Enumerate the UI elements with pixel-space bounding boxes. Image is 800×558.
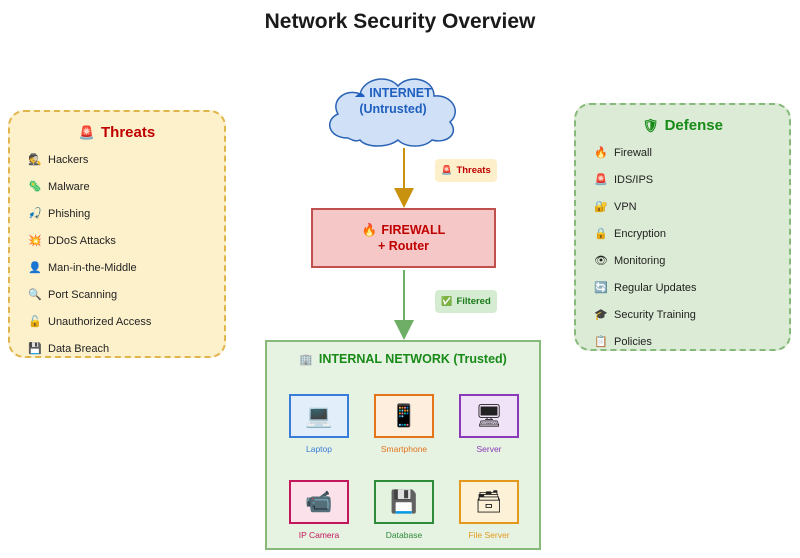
shield-icon: 🛡 xyxy=(642,118,659,133)
defense-item-icon: 📋 xyxy=(594,336,608,348)
defense-item-label: Security Training xyxy=(614,308,696,321)
device-icon: 📱 xyxy=(390,403,418,428)
defense-item-label: Monitoring xyxy=(614,254,666,267)
threat-item-label: Malware xyxy=(48,180,90,193)
threat-item-icon: 👤 xyxy=(28,262,42,274)
threat-item: 🔓 Unauthorized Access xyxy=(26,308,151,335)
threats-panel: 🚨Threats 🕵 Hackers 🦠 Malware 🎣 Phishing 💥 DDoS … xyxy=(8,110,226,358)
defense-item: 🔄 Regular Updates xyxy=(592,274,697,301)
defense-item: 🔒 Encryption xyxy=(592,220,697,247)
device-icon: 💻 xyxy=(305,403,333,428)
threat-item-label: Data Breach xyxy=(48,342,110,355)
internal-network-title: 🏢INTERNAL NETWORK (Trusted) xyxy=(299,352,507,366)
internet-label: ☁INTERNET (Untrusted) xyxy=(354,86,432,116)
threat-item: 💾 Data Breach xyxy=(26,335,151,362)
defense-item: 🔐 VPN xyxy=(592,193,697,220)
threats-badge: 🚨Threats xyxy=(435,159,497,182)
threat-item-label: Unauthorized Access xyxy=(48,315,152,328)
defense-title: 🛡Defense xyxy=(642,117,723,134)
defense-panel: 🛡Defense 🔥 Firewall 🚨 IDS/IPS 🔐 VPN 🔒 Encryptio… xyxy=(574,103,791,351)
threat-item-icon: 💥 xyxy=(28,235,42,247)
device-icon: 💾 xyxy=(390,489,418,514)
device-icon: 🖥 xyxy=(475,403,503,428)
defense-item-icon: 🎓 xyxy=(594,309,608,321)
threat-item-label: DDoS Attacks xyxy=(48,234,116,247)
device-label: Server xyxy=(476,444,502,454)
threat-item: 🔍 Port Scanning xyxy=(26,281,151,308)
threat-item-label: Port Scanning xyxy=(48,288,118,301)
threat-item: 🕵 Hackers xyxy=(26,146,151,173)
fire-icon: 🔥 xyxy=(361,223,378,237)
defense-item-icon: 🔐 xyxy=(594,201,608,213)
threat-item-label: Phishing xyxy=(48,207,91,220)
device-label: IP Camera xyxy=(298,530,340,540)
threat-item-icon: 🕵 xyxy=(28,154,42,166)
defense-item-label: Encryption xyxy=(614,227,666,240)
defense-item-icon: 🔥 xyxy=(594,147,608,159)
defense-item-icon: 🔒 xyxy=(594,228,608,240)
threat-item-icon: 🔍 xyxy=(28,289,42,301)
defense-item: 🔥 Firewall xyxy=(592,139,697,166)
threat-item-icon: 🎣 xyxy=(28,208,42,220)
defense-item-label: Firewall xyxy=(614,146,652,159)
alarm-icon: 🚨 xyxy=(441,165,453,175)
defense-item-icon: 🚨 xyxy=(594,174,608,186)
threat-item: 🎣 Phishing xyxy=(26,200,151,227)
device-label: Smartphone xyxy=(380,444,428,454)
threat-item: 💥 DDoS Attacks xyxy=(26,227,151,254)
office-icon: 🏢 xyxy=(299,354,313,366)
device-server: 🖥 xyxy=(459,394,519,438)
page-title: Network Security Overview xyxy=(264,10,536,33)
threat-item-label: Hackers xyxy=(48,153,89,166)
defense-item-icon: 🔄 xyxy=(594,282,608,294)
threat-item-label: Man-in-the-Middle xyxy=(48,261,137,274)
device-label: Database xyxy=(385,530,423,540)
firewall-label: 🔥FIREWALL + Router xyxy=(361,223,446,253)
defense-item-label: IDS/IPS xyxy=(614,173,654,186)
threat-item: 🦠 Malware xyxy=(26,173,151,200)
device-ip-camera: 📹 xyxy=(289,480,349,524)
defense-item: 🎓 Security Training xyxy=(592,301,697,328)
check-icon: ✅ xyxy=(441,296,453,306)
threat-item: 👤 Man-in-the-Middle xyxy=(26,254,151,281)
device-laptop: 💻 xyxy=(289,394,349,438)
defense-item: 📋 Policies xyxy=(592,328,697,355)
device-icon: 🗃 xyxy=(475,489,503,514)
threat-item-icon: 💾 xyxy=(28,343,42,355)
device-icon: 📹 xyxy=(305,489,333,514)
threat-item-icon: 🔓 xyxy=(28,316,42,328)
defense-item-icon: 👁 xyxy=(594,255,608,267)
threat-item-icon: 🦠 xyxy=(28,181,42,193)
device-smartphone: 📱 xyxy=(374,394,434,438)
defense-item-label: Policies xyxy=(614,335,652,348)
cloud-icon: ☁ xyxy=(354,88,366,100)
defense-item: 🚨 IDS/IPS xyxy=(592,166,697,193)
device-label: Laptop xyxy=(306,444,332,454)
filtered-badge: ✅Filtered xyxy=(435,290,497,313)
defense-item-label: Regular Updates xyxy=(614,281,697,294)
device-label: File Server xyxy=(468,530,510,540)
defense-item: 👁 Monitoring xyxy=(592,247,697,274)
device-file-server: 🗃 xyxy=(459,480,519,524)
defense-item-label: VPN xyxy=(614,200,637,213)
threats-title: 🚨Threats xyxy=(78,124,156,141)
defense-list: 🔥 Firewall 🚨 IDS/IPS 🔐 VPN 🔒 Encryption 👁 Monitor… xyxy=(592,139,697,355)
firewall-box xyxy=(311,208,496,268)
internet-cloud xyxy=(328,78,456,147)
device-database: 💾 xyxy=(374,480,434,524)
threats-list: 🕵 Hackers 🦠 Malware 🎣 Phishing 💥 DDoS Attacks 👤 M… xyxy=(26,146,151,362)
alarm-icon: 🚨 xyxy=(78,125,95,140)
